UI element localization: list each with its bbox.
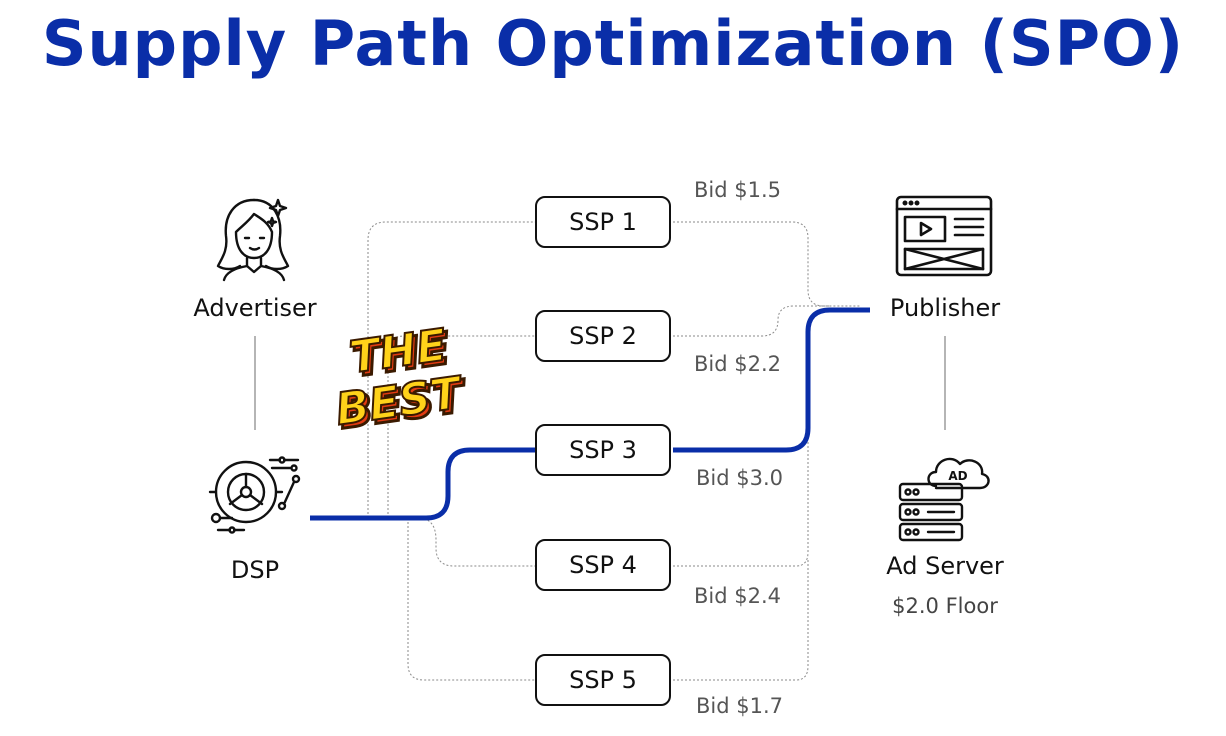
dsp-label: DSP xyxy=(230,556,280,584)
ad-icon-text: AD xyxy=(948,469,967,483)
bid-ssp-1: Bid $1.5 xyxy=(694,178,782,202)
ssp-box-5[interactable]: SSP 5 xyxy=(535,654,671,706)
link-ssp5-publisher xyxy=(673,560,809,681)
link-dsp-ssp4 xyxy=(400,517,535,567)
link-ssp2-publisher xyxy=(673,305,830,337)
woman-avatar-icon xyxy=(216,198,290,282)
bid-ssp-4: Bid $2.4 xyxy=(694,584,782,608)
bid-ssp-3: Bid $3.0 xyxy=(696,466,784,490)
dsp-dashboard-icon xyxy=(208,456,301,534)
the-best-badge: THE THE BEST BEST xyxy=(332,319,470,436)
link-ssp4-publisher xyxy=(673,436,809,567)
ad-server-label: Ad Server xyxy=(886,552,1004,580)
advertiser-label: Advertiser xyxy=(193,294,317,322)
bid-ssp-5: Bid $1.7 xyxy=(696,694,784,718)
bid-ssp-2: Bid $2.2 xyxy=(694,352,782,376)
link-dsp-ssp2 xyxy=(380,335,535,519)
publisher-label: Publisher xyxy=(889,294,1001,322)
link-ssp1-publisher xyxy=(673,221,860,307)
ssp-box-1[interactable]: SSP 1 xyxy=(535,196,671,248)
optimal-path xyxy=(310,307,870,521)
ad-server-floor: $2.0 Floor xyxy=(892,594,998,618)
ssp-box-2[interactable]: SSP 2 xyxy=(535,310,671,362)
web-page-layout-icon xyxy=(895,195,993,277)
server-cloud-icon: AD xyxy=(898,457,990,542)
link-dsp-ssp5 xyxy=(407,518,535,681)
ssp-box-3[interactable]: SSP 3 xyxy=(535,424,671,476)
ssp-box-4[interactable]: SSP 4 xyxy=(535,539,671,591)
page-title: Supply Path Optimization (SPO) xyxy=(41,7,1185,80)
